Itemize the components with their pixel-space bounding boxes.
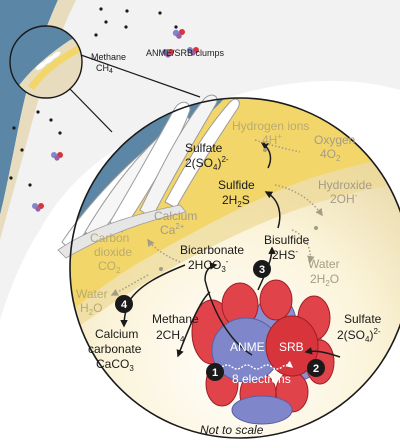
zoom-circle xyxy=(69,97,400,439)
clump-icon xyxy=(172,29,185,39)
sulfate-right-formula: 2(SO4)2- xyxy=(337,327,381,344)
clump-icon xyxy=(32,203,44,212)
electron-transfer-arrow xyxy=(221,360,294,370)
arrow-sulfide-to-sulfate xyxy=(260,142,272,169)
arrow-methane-to-bicarbonate xyxy=(204,262,253,356)
arrow-bisulfide-to-sulfide xyxy=(264,191,281,229)
srb-cell xyxy=(265,315,319,377)
oxygen-formula: 4O2 xyxy=(320,147,341,163)
sulfide-formula: 2H2S xyxy=(222,193,250,209)
zoom-source-circle xyxy=(9,25,83,99)
not-to-scale-label: Not to scale xyxy=(200,423,264,437)
methane-label: Methane xyxy=(152,312,199,326)
water-left-label: Water xyxy=(76,287,108,301)
sediment-band xyxy=(70,98,400,320)
sulfide-label: Sulfide xyxy=(218,178,255,192)
bicarbonate-label: Bicarbonate xyxy=(180,243,244,257)
clump-icon xyxy=(51,152,63,161)
water-right-label: Water xyxy=(308,257,340,271)
calcium-carbonate-label-2: carbonate xyxy=(88,342,142,356)
electrons-label: 8 electrons xyxy=(232,372,291,386)
step-4-marker: 4 xyxy=(115,295,133,313)
calcium-label: Calcium xyxy=(154,209,197,223)
oxygen-label: Oxygen xyxy=(314,133,355,147)
sulfate-right-label: Sulfate xyxy=(344,312,382,326)
step-1-marker: 1 xyxy=(206,363,224,381)
zoom-connector xyxy=(80,54,201,98)
step-3-marker: 3 xyxy=(253,260,271,278)
methane-dots xyxy=(9,7,178,187)
carbon-dioxide-label-1: Carbon xyxy=(90,231,129,245)
calcium-carbonate-formula: CaCO3 xyxy=(96,357,134,373)
srb-label: SRB xyxy=(279,340,304,354)
hydroxide-label: Hydroxide xyxy=(318,178,372,192)
overview-methane-formula: CH4 xyxy=(96,63,113,75)
sulfate-top-formula: 2(SO4)2- xyxy=(185,155,229,172)
water-right-formula: 2H2O xyxy=(310,272,339,288)
water-left-formula: H2O xyxy=(80,301,102,317)
hydroxide-formula: 2OH- xyxy=(330,191,358,206)
clump-icon xyxy=(187,47,199,56)
carbon-dioxide-label-2: dioxide xyxy=(94,245,132,259)
sulfate-top-label: Sulfate xyxy=(185,141,223,155)
step-3-number: 3 xyxy=(259,264,265,276)
methane-formula: 2CH4 xyxy=(156,328,185,344)
overview-clumps-label: ANME/SRB clumps xyxy=(146,48,225,58)
zoom-circle-content xyxy=(70,98,400,438)
step-1-number: 1 xyxy=(212,367,218,379)
hydrogen-ions-formula: 4H+ xyxy=(262,132,282,147)
arrow-sulfate-in xyxy=(304,347,341,358)
anme-label: ANME xyxy=(230,340,265,354)
calcium-formula: Ca2+ xyxy=(160,222,185,237)
clump-icons xyxy=(32,29,199,212)
carbon-dioxide-formula: CO2 xyxy=(98,259,121,275)
step-2-number: 2 xyxy=(313,363,319,375)
step-4-number: 4 xyxy=(121,299,128,311)
clump-icon xyxy=(162,49,174,58)
anme-srb-consortium xyxy=(191,279,335,425)
calcium-carbonate-label-1: Calcium xyxy=(95,327,138,341)
zoom-connector xyxy=(69,88,113,133)
step-2-marker: 2 xyxy=(307,359,325,377)
hydrogen-ions-label: Hydrogen ions xyxy=(232,119,309,133)
clams xyxy=(57,94,240,259)
bicarbonate-formula: 2HCO3- xyxy=(188,257,229,274)
overview-methane-label: Methane xyxy=(91,52,126,62)
reaction-arrows xyxy=(110,139,341,358)
bisulfide-formula: 2HS- xyxy=(272,247,298,262)
bisulfide-label: Bisulfide xyxy=(264,233,310,247)
arrow-methane-in xyxy=(176,291,211,358)
